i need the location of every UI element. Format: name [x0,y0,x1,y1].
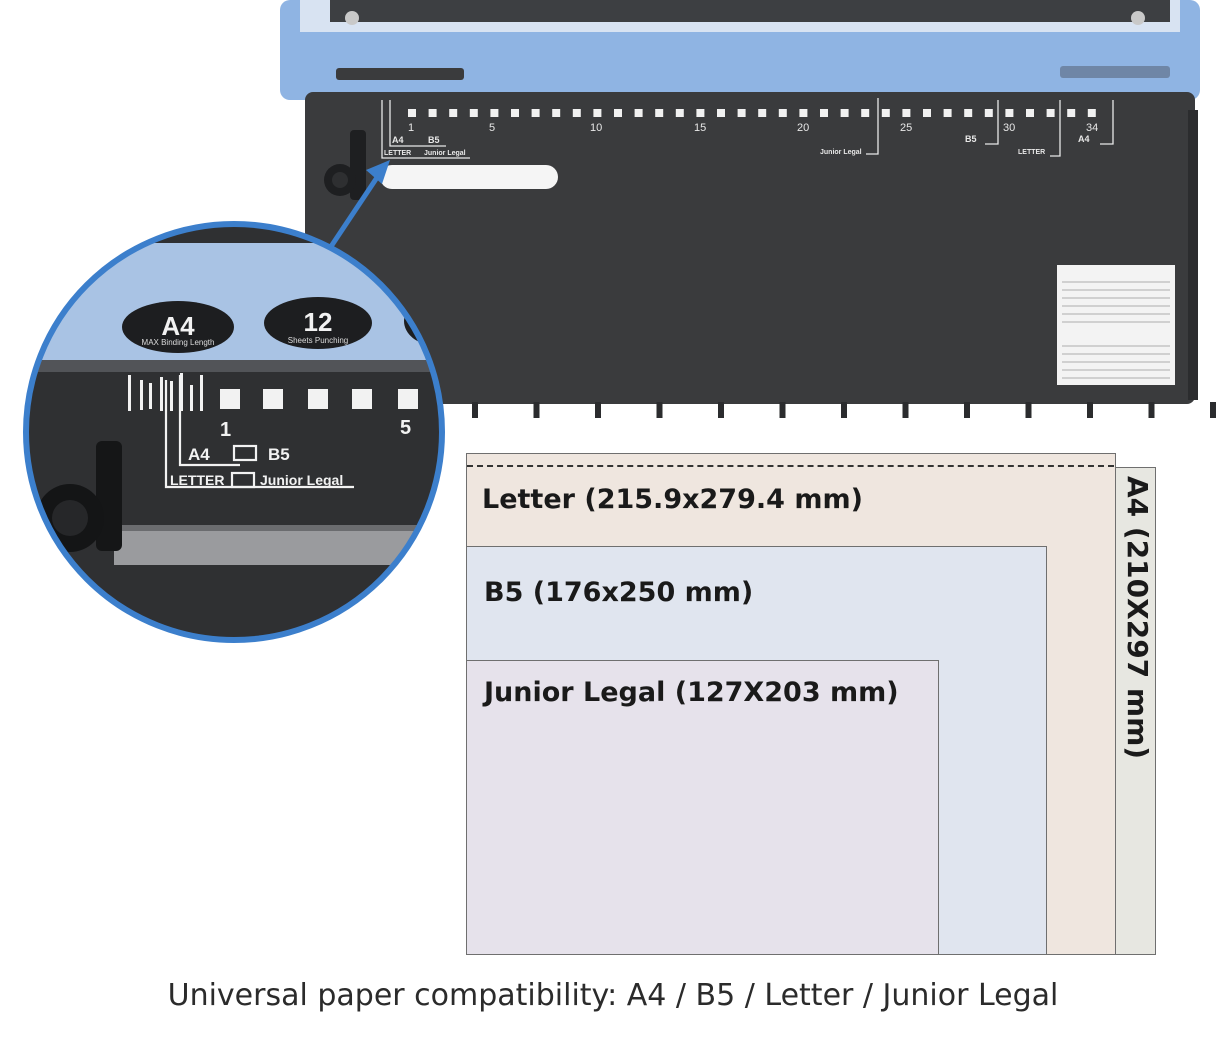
badge-max-length [122,301,234,353]
punch-hole [675,109,684,117]
machine-pin [1210,402,1216,418]
machine-marker-b5: B5 [965,134,977,144]
punch-hole [552,109,561,117]
selection-chart-label [1057,265,1175,385]
machine-pin [472,402,478,418]
zoom-scale-5: 5 [400,417,411,439]
scale-number: 1 [408,122,414,134]
paper-guide-slot [380,165,558,189]
punch-hole [778,109,787,117]
punch-hole [799,109,808,117]
machine-pin [718,402,724,418]
machine-marker-a4: A4 [1078,134,1090,144]
paper-junior-legal-label: Junior Legal (127X203 mm) [484,677,899,708]
paper-letter-label: Letter (215.9x279.4 mm) [482,484,863,515]
zoom-marker-b5: B5 [268,445,290,464]
punch-hole [408,109,416,117]
zoom-scale-1: 1 [220,419,231,441]
machine-pin [656,402,663,418]
paper-junior-legal-rect [466,660,939,955]
machine-pin [841,402,847,418]
punch-hole [861,109,870,117]
machine-pin [1025,402,1032,418]
zoom-marker-a4: A4 [188,445,210,464]
scale-number: 5 [489,122,495,134]
punch-hole [1087,109,1096,117]
machine-pin [533,402,540,418]
scale-number: 10 [590,122,602,134]
punch-hole [1046,109,1055,117]
punch-hole [614,109,622,117]
machine-pins [472,402,1216,418]
scale-number: 25 [900,122,912,134]
punch-hole [511,109,519,117]
scale-number: 34 [1086,122,1098,134]
machine-marker-b5: B5 [428,135,440,145]
punch-hole [572,109,581,117]
punch-hole [469,109,478,117]
machine-marker-letter: LETTER [1018,149,1045,156]
a4-top-dashed-line [467,465,1114,467]
punch-hole [840,109,849,117]
binding-machine-photo: 1 5 10 15 20 25 30 34 A4 B5 LETTER Junio… [280,0,1216,418]
badge-sheets [264,297,372,349]
machine-pin [1148,402,1155,418]
paper-a4-label: A4 (210X297 mm) [1121,476,1154,760]
punch-hole [902,109,911,117]
punch-hole [758,109,767,117]
punch-hole [490,109,499,117]
punch-hole [881,109,890,117]
punch-hole [1026,109,1034,117]
zoom-pointer-line [327,174,381,250]
punch-hole-row [408,109,1096,117]
badge-a4-text: A4 [161,311,195,341]
machine-pin [964,402,970,418]
punch-hole [1067,109,1076,117]
badge-12-subtext: Sheets Punching [288,336,349,345]
machine-marker-junior: Junior Legal [424,150,466,157]
punch-hole [634,109,643,117]
machine-pin [595,402,601,418]
punch-hole [449,109,458,117]
punch-hole [984,109,993,117]
badge-a4-subtext: MAX Binding Length [142,338,215,347]
punch-hole [964,109,973,117]
punch-hole [531,109,540,117]
machine-marker-a4: A4 [392,135,404,145]
scale-number: 30 [1003,122,1015,134]
punch-hole [428,109,437,117]
punch-hole [1005,109,1014,117]
punch-hole [923,109,931,117]
punch-hole [737,109,746,117]
punch-hole [593,109,602,117]
badge-12-text: 12 [304,307,333,337]
machine-pin [902,402,909,418]
compatibility-caption: Universal paper compatibility: A4 / B5 /… [167,978,1059,1013]
machine-pin [779,402,786,418]
machine-marker-junior: Junior Legal [820,149,862,156]
zoom-marker-junior: Junior Legal [260,472,343,488]
machine-pin [1087,402,1093,418]
scale-number: 20 [797,122,809,134]
zoom-magnifier: A4 MAX Binding Length 12 Sheets Punching… [23,221,445,643]
punch-hole [717,109,725,117]
punch-hole [696,109,705,117]
zoom-marker-letter: LETTER [170,472,224,488]
paper-b5-label: B5 (176x250 mm) [484,577,754,608]
punch-hole [943,109,952,117]
scale-number: 15 [694,122,706,134]
punch-hole [655,109,664,117]
punch-hole [820,109,828,117]
machine-marker-letter: LETTER [384,150,411,157]
